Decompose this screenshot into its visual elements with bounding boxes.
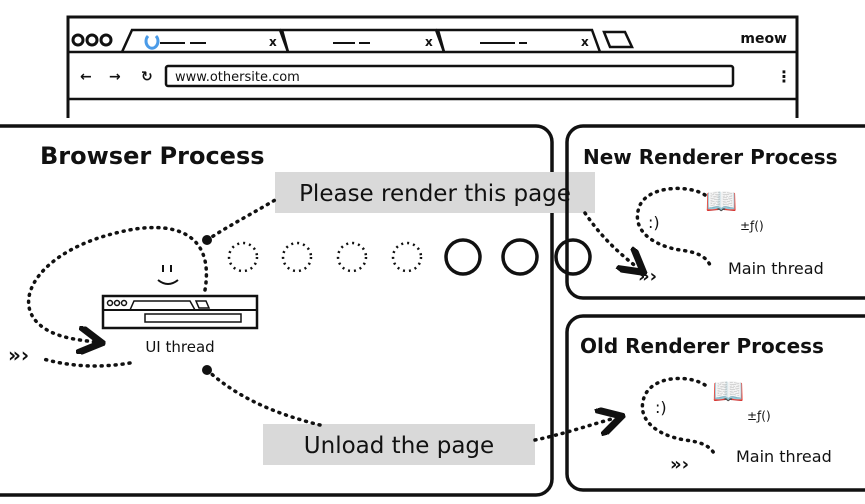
thread-loop xyxy=(635,186,712,267)
thread-tail xyxy=(38,356,132,368)
browser-process-box: Browser Process UI thread »› Please rend… xyxy=(0,124,638,497)
render-message-label: Please render this page xyxy=(299,181,571,207)
render-message-box xyxy=(275,172,595,213)
window-title: meow xyxy=(740,31,787,47)
close-icon[interactable]: x xyxy=(269,35,277,49)
math-icon: ±ƒ() xyxy=(747,409,771,423)
close-icon[interactable]: x xyxy=(425,35,433,49)
new-renderer-title: New Renderer Process xyxy=(583,145,838,169)
thread-loop-arrow xyxy=(26,225,209,342)
face-icon: :) xyxy=(655,398,667,417)
mini-browser-icon xyxy=(101,294,259,330)
old-renderer-title: Old Renderer Process xyxy=(580,334,824,358)
new-main-thread-label: Main thread xyxy=(728,259,824,278)
address-bar[interactable] xyxy=(164,64,735,88)
browser-window: x x x meow ← → ↻ www.othersite.com ⋮ xyxy=(66,15,799,118)
forward-icon[interactable]: → xyxy=(109,69,121,85)
unload-message-label: Unload the page xyxy=(304,433,494,459)
close-icon[interactable]: x xyxy=(581,35,589,49)
book-icon: 📖 xyxy=(712,377,744,407)
new-renderer-process-box: New Renderer Process :) 📖 ±ƒ() »› Main t… xyxy=(565,124,865,300)
chevrons-icon: »› xyxy=(8,343,29,367)
back-icon[interactable]: ← xyxy=(80,69,92,85)
reload-icon[interactable]: ↻ xyxy=(141,69,153,85)
window-controls[interactable] xyxy=(71,33,113,47)
chevrons-icon: »› xyxy=(670,454,689,475)
math-icon: ±ƒ() xyxy=(740,219,764,233)
face-icon xyxy=(157,265,179,285)
ipc-pipe xyxy=(227,238,592,276)
tab-1[interactable]: x xyxy=(120,28,290,53)
old-renderer-process-box: Old Renderer Process :) 📖 ±ƒ() »› Main t… xyxy=(565,314,865,492)
thread-loop xyxy=(640,376,717,457)
book-icon: 📖 xyxy=(705,187,737,217)
url-text: www.othersite.com xyxy=(175,70,300,85)
tab-2[interactable]: x xyxy=(280,28,446,53)
face-icon: :) xyxy=(648,213,660,232)
new-tab-icon[interactable] xyxy=(602,30,634,49)
ui-thread-label: UI thread xyxy=(145,338,214,356)
unload-message-box xyxy=(263,424,535,465)
browser-process-title: Browser Process xyxy=(40,142,265,170)
tab-3[interactable]: x xyxy=(436,28,602,53)
loading-spinner-icon xyxy=(144,34,160,50)
old-main-thread-label: Main thread xyxy=(736,447,832,466)
menu-icon[interactable]: ⋮ xyxy=(776,67,792,86)
chevrons-icon: »› xyxy=(638,266,657,287)
